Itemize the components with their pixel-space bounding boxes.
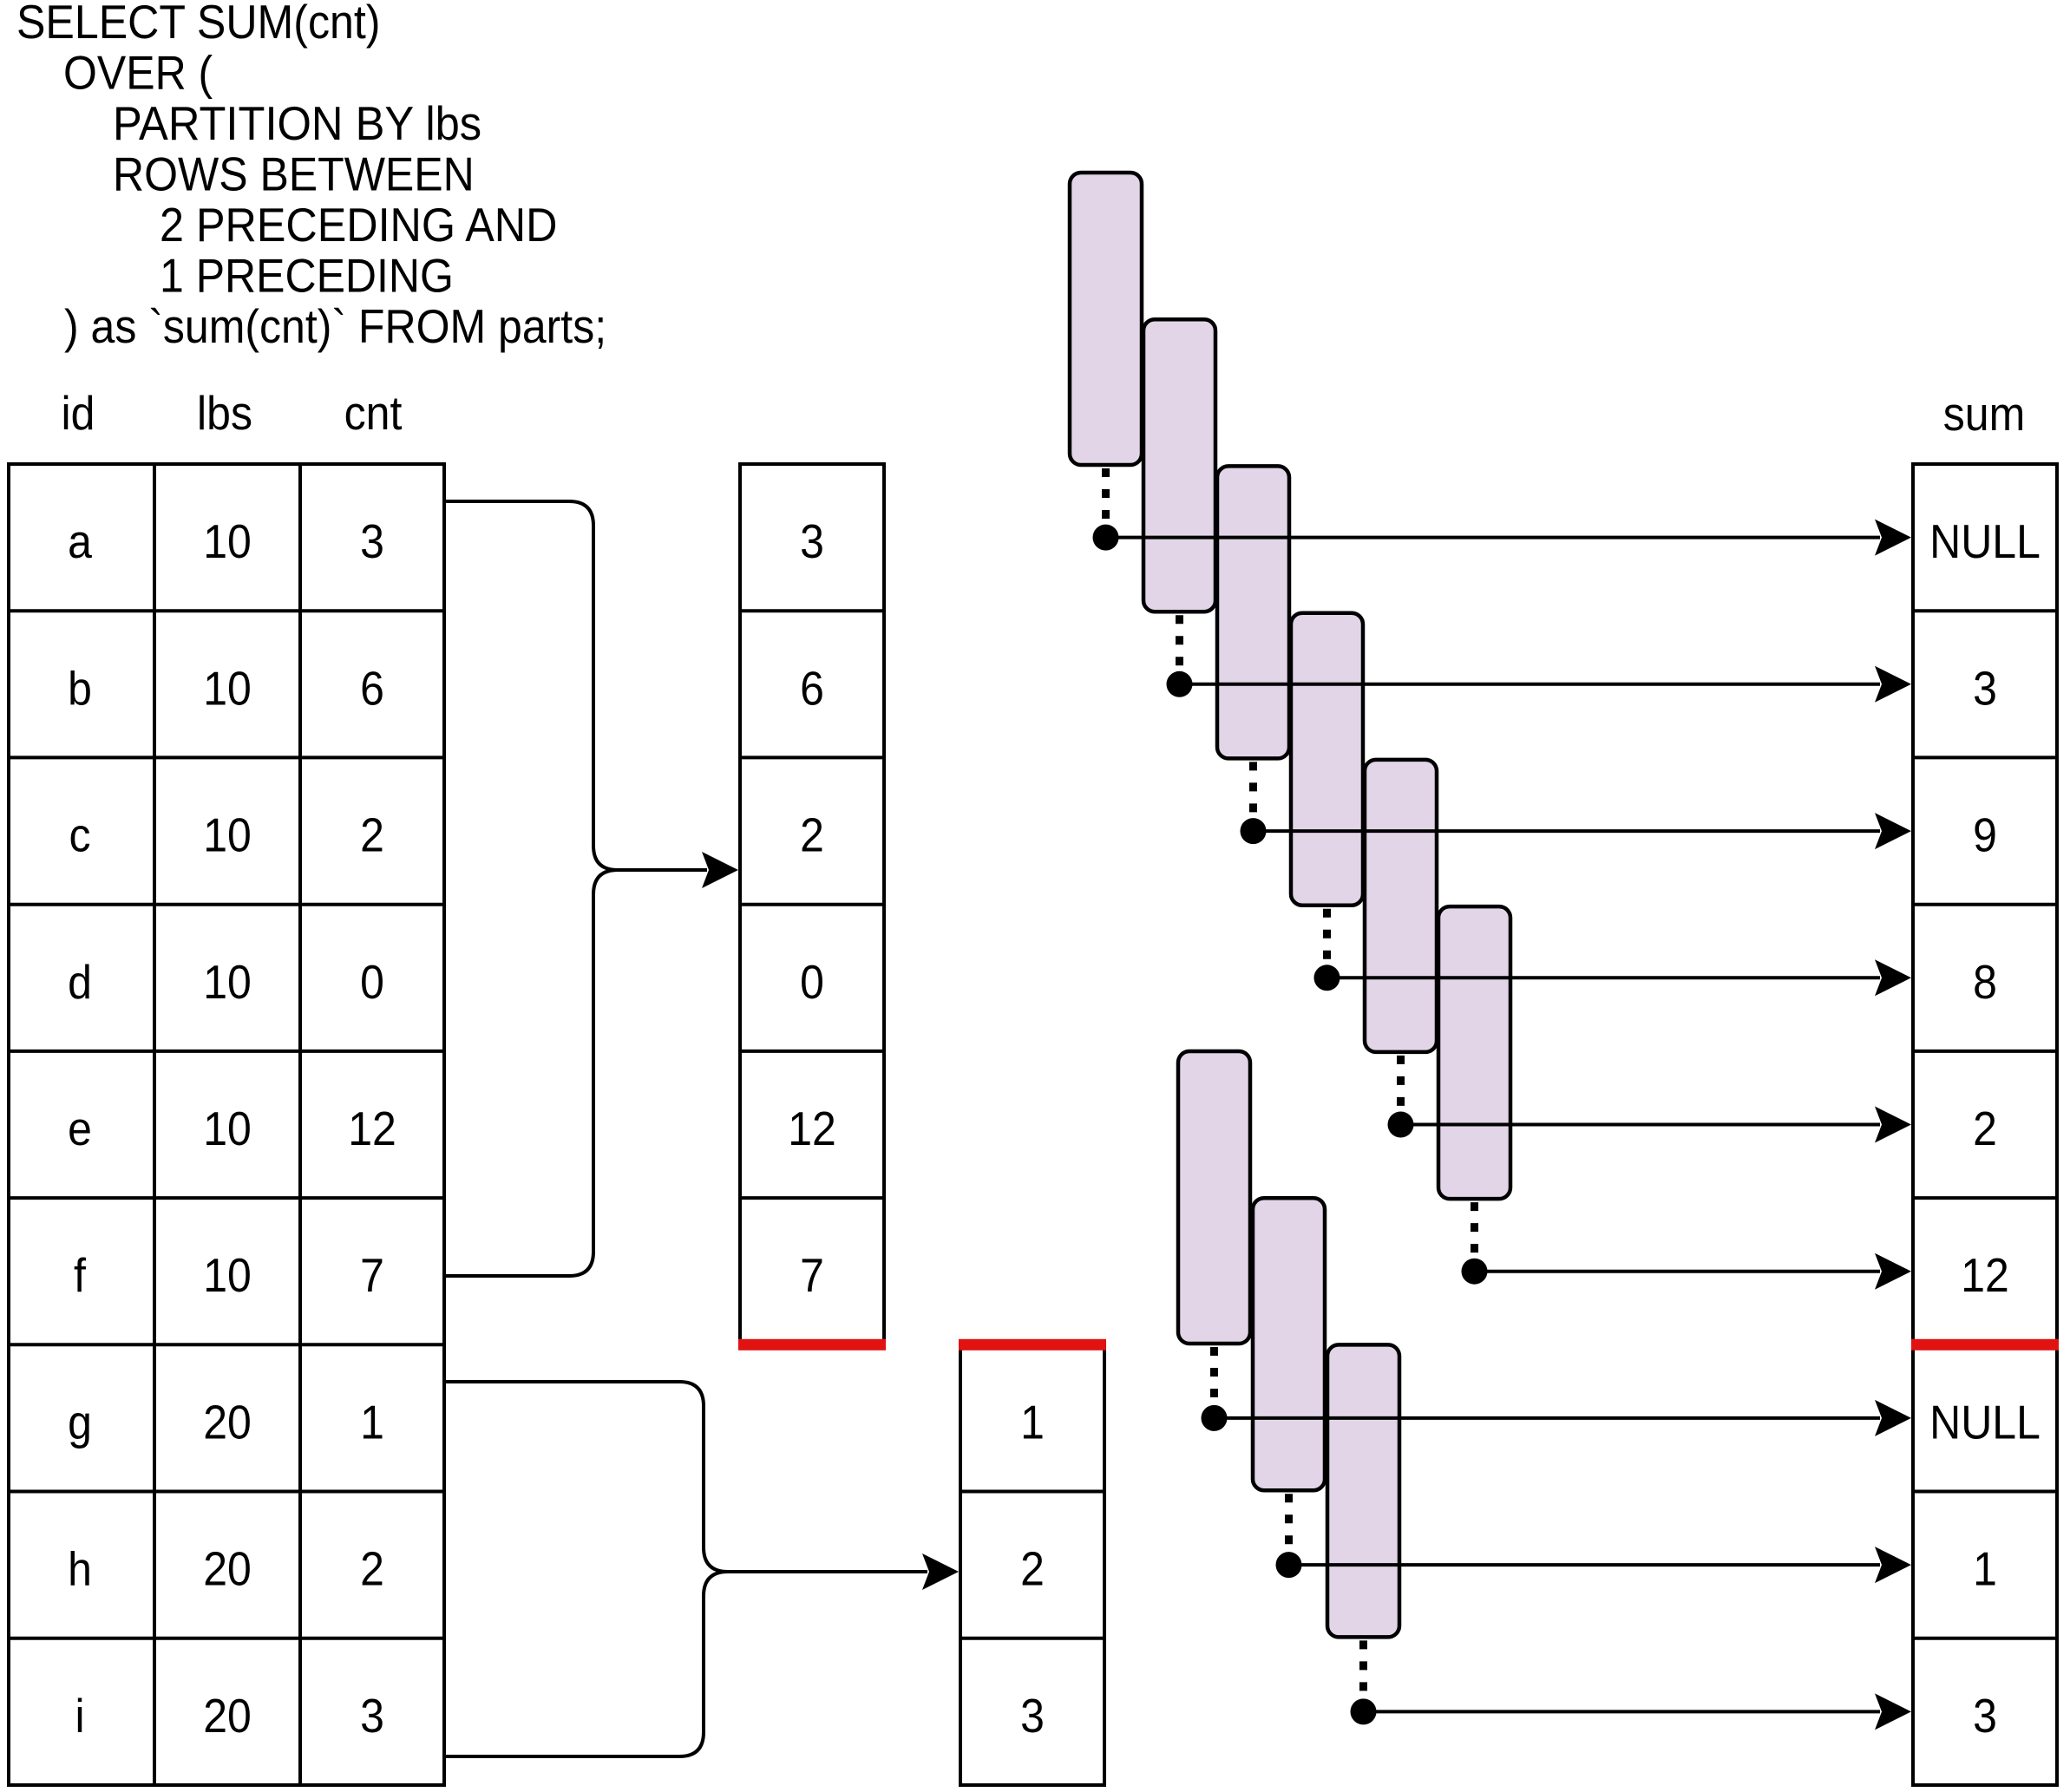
svg-text:8: 8 bbox=[1973, 955, 1997, 1009]
svg-text:3: 3 bbox=[360, 1689, 384, 1743]
svg-text:7: 7 bbox=[360, 1248, 384, 1302]
svg-text:20: 20 bbox=[203, 1542, 252, 1596]
svg-text:0: 0 bbox=[360, 955, 384, 1009]
svg-text:d: d bbox=[68, 955, 92, 1009]
svg-text:2: 2 bbox=[1020, 1542, 1045, 1596]
svg-text:20: 20 bbox=[203, 1689, 252, 1743]
svg-text:3: 3 bbox=[360, 514, 384, 568]
svg-text:2: 2 bbox=[1973, 1102, 1997, 1155]
svg-text:1: 1 bbox=[1020, 1395, 1045, 1449]
svg-text:b: b bbox=[68, 661, 92, 715]
svg-text:3: 3 bbox=[1020, 1689, 1045, 1743]
svg-text:10: 10 bbox=[203, 955, 252, 1009]
svg-text:2 PRECEDING AND: 2 PRECEDING AND bbox=[160, 198, 557, 252]
svg-text:a: a bbox=[68, 514, 92, 568]
svg-text:cnt: cnt bbox=[344, 386, 403, 440]
svg-text:20: 20 bbox=[203, 1395, 252, 1449]
svg-text:NULL: NULL bbox=[1929, 514, 2041, 568]
svg-text:i: i bbox=[75, 1689, 84, 1743]
svg-text:3: 3 bbox=[1973, 1689, 1997, 1743]
svg-text:0: 0 bbox=[800, 955, 824, 1009]
svg-text:h: h bbox=[68, 1542, 92, 1596]
svg-text:2: 2 bbox=[360, 1542, 384, 1596]
svg-text:c: c bbox=[69, 808, 91, 862]
svg-text:10: 10 bbox=[203, 1248, 252, 1302]
svg-text:6: 6 bbox=[360, 661, 384, 715]
svg-text:id: id bbox=[62, 386, 95, 440]
svg-text:ROWS BETWEEN: ROWS BETWEEN bbox=[113, 147, 475, 201]
svg-text:12: 12 bbox=[788, 1102, 836, 1155]
svg-text:10: 10 bbox=[203, 1102, 252, 1155]
svg-text:OVER (: OVER ( bbox=[63, 46, 213, 100]
svg-text:2: 2 bbox=[800, 808, 824, 862]
svg-text:10: 10 bbox=[203, 808, 252, 862]
svg-text:12: 12 bbox=[348, 1102, 396, 1155]
svg-text:sum: sum bbox=[1943, 387, 2026, 441]
svg-text:3: 3 bbox=[1973, 661, 1997, 715]
svg-text:7: 7 bbox=[800, 1248, 824, 1302]
svg-text:1 PRECEDING: 1 PRECEDING bbox=[160, 249, 454, 303]
svg-text:9: 9 bbox=[1973, 808, 1997, 862]
svg-text:12: 12 bbox=[1961, 1248, 2009, 1302]
svg-text:e: e bbox=[68, 1102, 92, 1155]
svg-text:10: 10 bbox=[203, 514, 252, 568]
svg-text:g: g bbox=[68, 1395, 92, 1449]
svg-text:1: 1 bbox=[1973, 1542, 1997, 1596]
svg-text:10: 10 bbox=[203, 661, 252, 715]
svg-text:2: 2 bbox=[360, 808, 384, 862]
svg-text:6: 6 bbox=[800, 661, 824, 715]
svg-text:1: 1 bbox=[360, 1395, 384, 1449]
svg-text:lbs: lbs bbox=[197, 386, 252, 440]
svg-text:f: f bbox=[74, 1248, 87, 1302]
svg-text:PARTITION BY lbs: PARTITION BY lbs bbox=[113, 96, 481, 150]
svg-text:NULL: NULL bbox=[1929, 1395, 2041, 1449]
svg-text:SELECT SUM(cnt): SELECT SUM(cnt) bbox=[16, 0, 381, 49]
svg-text:3: 3 bbox=[800, 514, 824, 568]
svg-text:) as `sum(cnt)` FROM parts;: ) as `sum(cnt)` FROM parts; bbox=[64, 299, 606, 353]
